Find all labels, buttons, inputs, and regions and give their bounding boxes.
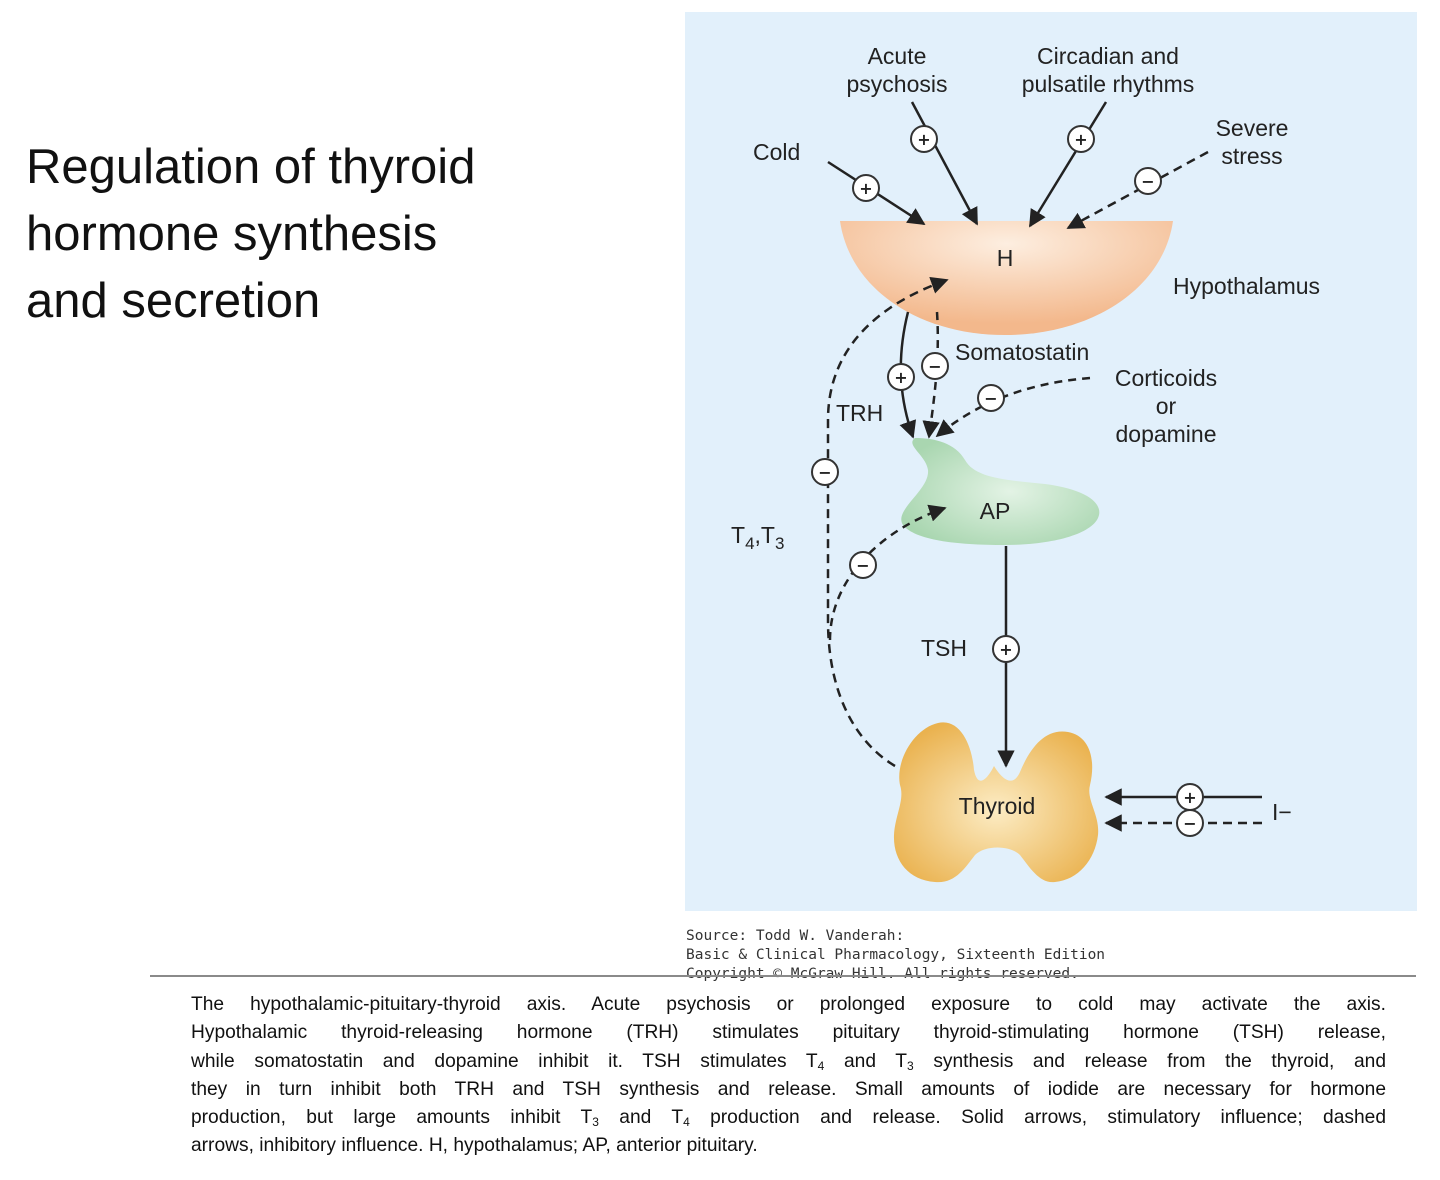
source-line: Copyright © McGraw Hill. All rights rese… [686,966,1079,982]
minus-sign-icon: − [1176,809,1204,837]
plus-sign-icon: + [992,635,1020,663]
corticoids-arrow [935,376,1091,438]
iodide-label: I− [1272,799,1292,825]
svg-text:+: + [1074,130,1087,149]
svg-text:−: − [1141,172,1154,191]
caption-line: while somatostatin and dopamine inhibit … [191,1050,1386,1073]
source-line: Source: Todd W. Vanderah: [686,928,905,944]
minus-sign-icon: − [977,384,1005,412]
caption-line: arrows, inhibitory influence. H, hypotha… [191,1135,758,1157]
divider [150,975,1416,977]
severe-stress-label: stress [1221,143,1282,169]
feedback-to-hypothalamus-arrow [826,276,949,768]
acute-psychosis-arrow [910,101,979,226]
svg-text:+: + [1183,788,1196,807]
caption-line: production, but large amounts inhibit T3… [191,1107,1387,1130]
slide-title-line: Regulation of thyroid [26,140,476,194]
svg-text:−: − [928,357,941,376]
minus-sign-icon: − [849,551,877,579]
hypothalamus-label: Hypothalamus [1173,273,1320,299]
thyroid-label: Thyroid [959,793,1036,819]
tsh-label: TSH [921,635,967,661]
cold-label: Cold [753,139,800,165]
caption-line: they in turn inhibit both TRH and TSH sy… [191,1078,1386,1100]
anterior-pituitary-shape [901,438,1100,545]
t4-t3-label: T4,T3 [731,522,784,553]
svg-text:+: + [894,368,907,387]
slide-title: Regulation of thyroid hormone synthesis … [26,134,626,335]
plus-sign-icon: + [1176,783,1204,811]
corticoids-label: Corticoids [1115,365,1217,391]
pituitary-abbrev: AP [980,498,1011,524]
circadian-label: Circadian and [1037,43,1179,69]
minus-sign-icon: − [811,458,839,486]
slide-title-line: hormone synthesis [26,207,438,261]
plus-sign-icon: + [1067,125,1095,153]
severe-stress-label: Severe [1216,115,1289,141]
plus-sign-icon: + [852,174,880,202]
figure-caption: The hypothalamic-pituitary-thyroid axis.… [191,991,1386,1161]
minus-sign-icon: − [1134,167,1162,195]
svg-text:−: − [856,556,869,575]
svg-text:−: − [1183,814,1196,833]
somatostatin-label: Somatostatin [955,339,1089,365]
svg-text:−: − [818,463,831,482]
hypothalamus-abbrev: H [997,245,1014,271]
acute-psychosis-label: psychosis [847,71,948,97]
thyroid-shape [893,722,1099,883]
acute-psychosis-label: Acute [868,43,927,69]
svg-text:+: + [859,179,872,198]
circadian-arrow [1028,101,1108,228]
somatostatin-arrow [922,311,940,439]
minus-sign-icon: − [921,352,949,380]
corticoids-label: dopamine [1115,421,1216,447]
corticoids-label: or [1156,393,1177,419]
svg-text:−: − [984,389,997,408]
trh-label: TRH [836,400,883,426]
source-credit: Source: Todd W. Vanderah: Basic & Clinica… [686,927,1105,984]
circadian-label: pulsatile rhythms [1022,71,1195,97]
hypothalamus-shape [840,221,1173,335]
svg-text:+: + [917,130,930,149]
svg-text:+: + [999,640,1012,659]
source-line: Basic & Clinical Pharmacology, Sixteenth… [686,947,1106,963]
caption-line: The hypothalamic-pituitary-thyroid axis.… [191,994,1386,1015]
plus-sign-icon: + [887,363,915,391]
slide-title-line: and secretion [26,274,321,328]
caption-line: Hypothalamic thyroid-releasing hormone (… [191,1022,1386,1044]
plus-sign-icon: + [910,125,938,153]
